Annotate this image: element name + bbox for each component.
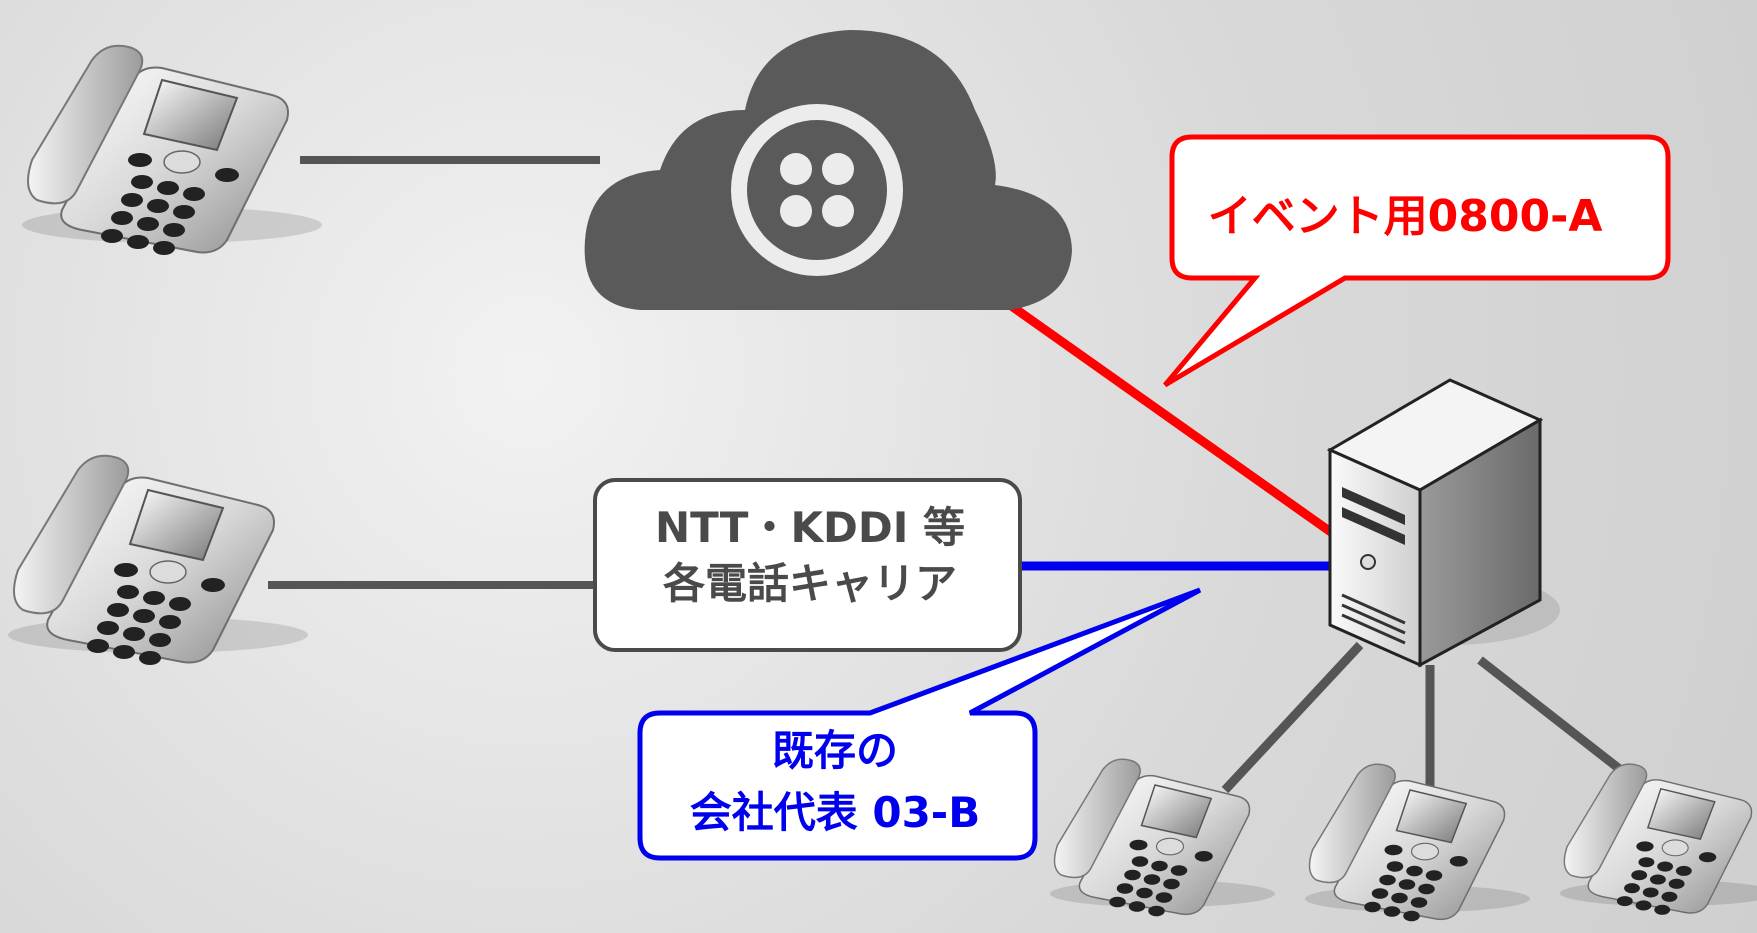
carrier-label-line1: NTT・KDDI 等 [655,503,965,552]
carrier-box [593,478,1022,652]
company-number-line2: 会社代表 03-B [689,788,981,837]
line-cloud-server [1007,301,1338,539]
desk-phone-icon [1304,763,1531,922]
desk-phone-icon [1049,758,1276,917]
company-number-line1: 既存の [771,726,898,775]
event-number-callout [1163,134,1671,388]
carrier-label: NTT・KDDI 等 各電話キャリア [595,500,1025,612]
line-server-phone5 [1477,656,1643,789]
server-icon [1326,378,1560,668]
event-number-label: イベント用0800-A [1207,191,1603,242]
desk-phone-icon [1559,763,1757,916]
desk-phone-icon [7,454,309,666]
twilio-logo-icon [731,104,903,276]
company-number-callout [637,587,1202,861]
desk-phone-icon [21,44,323,256]
company-number-label: 既存の 会社代表 03-B [640,720,1030,844]
carrier-label-line2: 各電話キャリア [662,559,957,608]
cloud-icon [584,30,1072,310]
line-server-phone3 [1221,641,1364,794]
